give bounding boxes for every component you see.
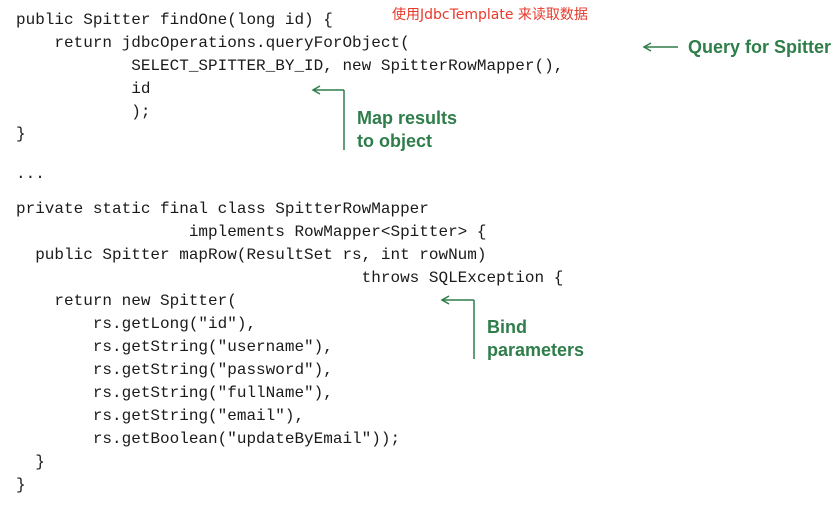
code-line: public Spitter mapRow(ResultSet rs, int … — [16, 246, 487, 264]
code-line: return jdbcOperations.queryForObject( — [16, 34, 410, 52]
code-line: rs.getString("username"), — [16, 338, 333, 356]
code-line: } — [16, 476, 26, 494]
callout-bind: Bind parameters — [487, 316, 584, 362]
code-line: rs.getBoolean("updateByEmail")); — [16, 430, 401, 448]
caption-text: 使用JdbcTemplate 来读取数据 — [392, 7, 588, 23]
callout-map-line: Map results — [357, 108, 458, 128]
code-line: } — [16, 453, 45, 471]
callout-bind-line: Bind — [487, 317, 527, 337]
code-line: SELECT_SPITTER_BY_ID, new SpitterRowMapp… — [16, 57, 564, 75]
code-line: return new Spitter( — [16, 292, 237, 310]
code-line: throws SQLException { — [16, 269, 564, 287]
code-line: private static final class SpitterRowMap… — [16, 200, 429, 218]
code-line: } — [16, 125, 26, 143]
callout-query-line: Query for Spitter — [688, 37, 832, 57]
code-line: public Spitter findOne(long id) { — [16, 11, 333, 29]
code-line: id — [16, 80, 151, 98]
code-line: rs.getLong("id"), — [16, 315, 257, 333]
callout-bind-line: parameters — [487, 340, 585, 360]
callout-map: Map results to object — [357, 107, 457, 153]
code-ellipsis: ... — [16, 165, 45, 183]
callout-query: Query for Spitter — [688, 36, 831, 59]
code-line: rs.getString("email"), — [16, 407, 305, 425]
code-line: rs.getString("password"), — [16, 361, 333, 379]
code-line: implements RowMapper<Spitter> { — [16, 223, 487, 241]
callout-map-line: to object — [357, 131, 432, 151]
code-line: rs.getString("fullName"), — [16, 384, 333, 402]
code-line: ); — [16, 103, 151, 121]
